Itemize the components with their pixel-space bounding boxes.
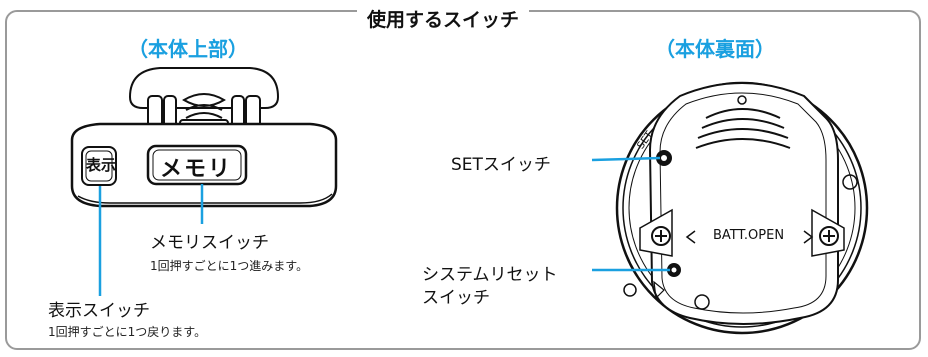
top-view-title: （本体上部）: [128, 37, 248, 61]
back-view-title: （本体裏面）: [655, 37, 775, 61]
set-switch-name: SETスイッチ: [451, 155, 551, 175]
frame-title: 使用するスイッチ: [357, 10, 530, 30]
display-switch-desc: 1回押すごとに1つ戻ります。: [48, 325, 207, 339]
device-top-view: [70, 67, 338, 208]
reset-switch-line2: スイッチ: [422, 288, 490, 308]
display-button-label: 表示: [86, 156, 117, 174]
memory-button-label: メモリ: [160, 157, 233, 182]
memory-switch-desc: 1回押すごとに1つ進みます。: [150, 259, 309, 273]
reset-switch-line1: システムリセット: [422, 265, 558, 285]
display-switch-name: 表示スイッチ: [48, 301, 150, 321]
device-back-view: [615, 81, 869, 335]
memory-switch-name: メモリスイッチ: [150, 233, 269, 253]
batt-open-label: BATT.OPEN: [713, 228, 785, 243]
switch-frame: 使用するスイッチ: [5, 10, 921, 350]
leader-lines: [98, 156, 670, 296]
